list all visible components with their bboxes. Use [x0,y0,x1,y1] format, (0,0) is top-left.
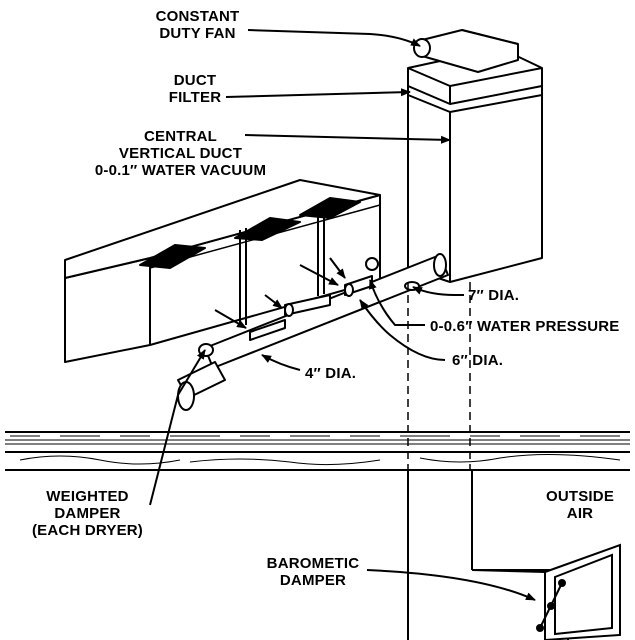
arrow-stub-3 [299,264,339,286]
label-weighted-damper-line3: (EACH DRYER) [31,522,143,539]
arrow-stub-1 [214,309,247,329]
dryer-riser-pipes [239,203,325,325]
leader-constant-duty-fan [247,29,421,47]
leader-duct-filter [225,88,411,98]
label-central-vertical-duct-line3: 0-0.1″ WATER VACUUM [94,162,267,179]
arrow-stub-4 [329,257,346,279]
duct-through-floor [407,282,471,470]
label-central-vertical-duct-line2: VERTICAL DUCT [118,145,243,162]
leader-6in-dia [359,299,446,361]
dryer-bank [64,179,381,363]
label-constant-duty-fan: CONSTANT DUTY FAN [140,8,255,42]
label-weighted-damper: WEIGHTED DAMPER (EACH DRYER) [20,488,155,539]
label-6in-dia: 6″ DIA. [452,352,504,369]
barometric-damper [536,579,566,632]
label-weighted-damper-line2: DAMPER [54,505,121,522]
leader-water-pressure [368,279,425,326]
label-central-vertical-duct-line1: CENTRAL [143,128,218,145]
manifold-duct [204,253,449,369]
label-duct-filter-line2: FILTER [168,89,222,106]
label-barometric-damper: BAROMETIC DAMPER [258,555,368,589]
label-duct-filter-line1: DUCT [173,72,217,89]
central-vertical-duct [407,47,543,283]
label-barometric-damper-line2: DAMPER [279,572,347,589]
label-constant-duty-fan-line1: CONSTANT [155,8,240,25]
label-7in-dia: 7″ DIA. [468,287,520,304]
label-barometric-damper-line1: BAROMETIC [266,555,360,572]
label-duct-filter: DUCT FILTER [160,72,230,106]
label-outside-air-line2: AIR [566,505,594,522]
label-outside-air: OUTSIDE AIR [540,488,620,522]
leader-central-duct [244,134,451,144]
label-constant-duty-fan-line2: DUTY FAN [159,25,236,42]
outside-air-duct [407,470,621,640]
arrow-stub-2 [264,294,283,309]
leader-4in-dia [261,354,301,371]
label-weighted-damper-line1: WEIGHTED [46,488,129,505]
label-outside-air-line1: OUTSIDE [545,488,615,505]
leader-7in-dia [412,286,464,296]
label-central-vertical-duct: CENTRAL VERTICAL DUCT 0-0.1″ WATER VACUU… [68,128,293,179]
floor-section [5,431,630,471]
leader-weighted-damper [149,349,206,506]
leader-barometric-damper [366,569,536,601]
label-water-pressure: 0-0.6″ WATER PRESSURE [430,318,620,335]
label-4in-dia: 4″ DIA. [305,365,357,382]
